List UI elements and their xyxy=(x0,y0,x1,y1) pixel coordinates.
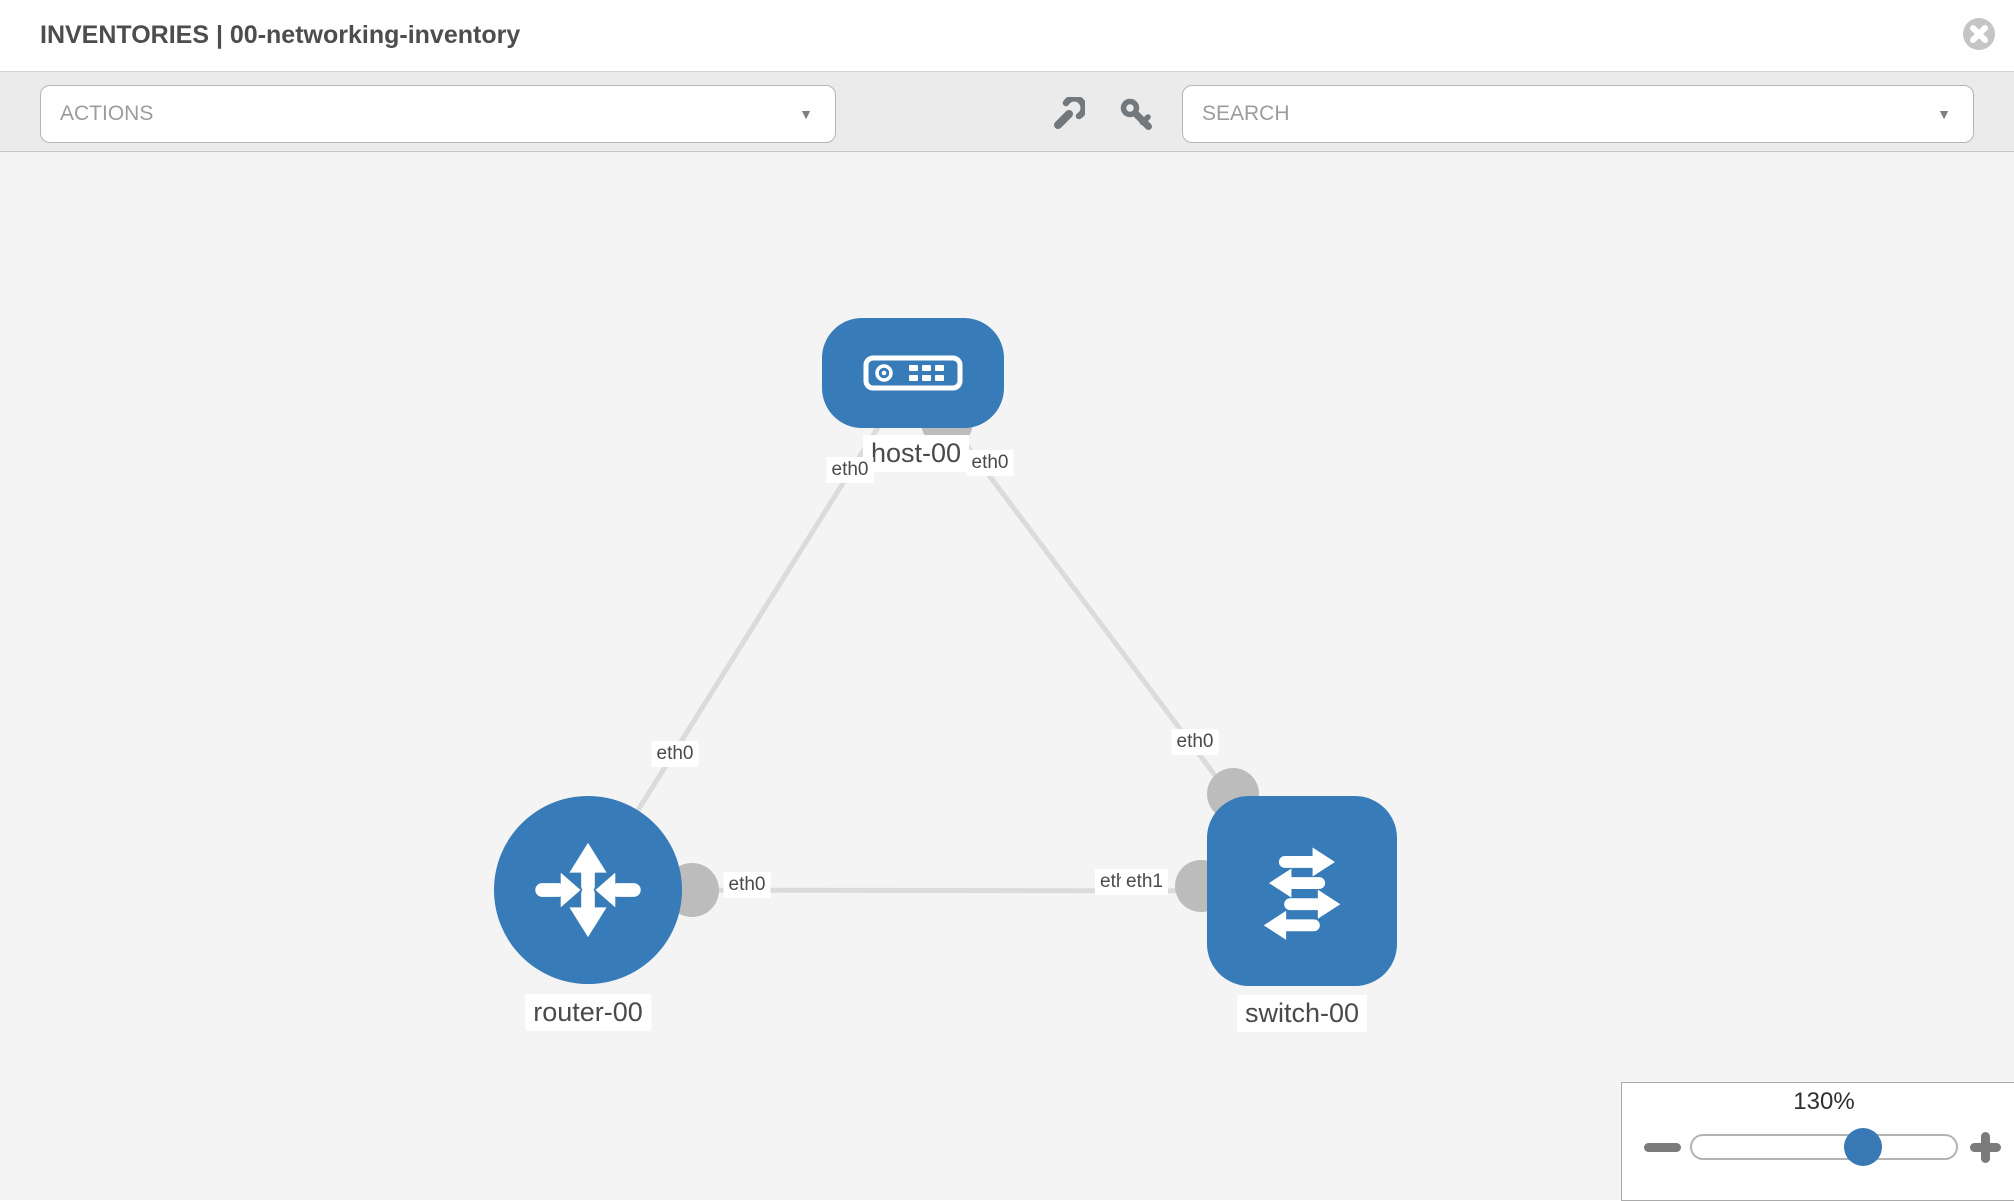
wrench-icon xyxy=(1054,95,1087,129)
chevron-down-icon: ▼ xyxy=(799,106,813,122)
node-label-router: router-00 xyxy=(525,994,651,1031)
topology-links-layer xyxy=(585,371,1304,917)
iface-label-host-eth0-left: eth0 xyxy=(826,457,874,483)
plus-icon xyxy=(1981,1132,1990,1163)
close-button[interactable] xyxy=(1962,17,1996,51)
zoom-out-button[interactable] xyxy=(1644,1143,1681,1152)
chevron-down-icon: ▼ xyxy=(1937,106,1951,122)
zoom-slider-track[interactable] xyxy=(1690,1134,1958,1160)
node-switch-00[interactable] xyxy=(1207,796,1397,986)
key-credentials-button[interactable] xyxy=(1119,97,1153,131)
topology-canvas[interactable]: host-00 router-00 switch-00 eth0 eth0 et… xyxy=(0,152,2014,1200)
iface-label-router-eth0: eth0 xyxy=(723,872,771,898)
search-dropdown-label: SEARCH xyxy=(1202,102,1290,125)
router-arrows-icon xyxy=(535,842,641,938)
node-label-switch: switch-00 xyxy=(1236,995,1368,1032)
switch-arrows-icon xyxy=(1263,847,1341,940)
server-icon xyxy=(863,355,963,391)
iface-label-switch-eth0: eth0 xyxy=(1171,729,1219,755)
iface-label-router-eth0-up: eth0 xyxy=(651,741,699,767)
zoom-slider-thumb[interactable] xyxy=(1844,1128,1882,1166)
configure-tools-button[interactable] xyxy=(1051,95,1087,131)
actions-dropdown[interactable]: ACTIONS ▼ xyxy=(40,85,836,143)
iface-label-host-eth0-right: eth0 xyxy=(966,450,1014,476)
header: INVENTORIES | 00-networking-inventory xyxy=(0,0,2014,71)
key-icon xyxy=(1120,98,1152,130)
search-dropdown[interactable]: SEARCH ▼ xyxy=(1182,85,1974,143)
node-host-00[interactable] xyxy=(822,318,1004,428)
close-icon xyxy=(1963,18,1995,50)
node-router-00[interactable] xyxy=(494,796,682,984)
page-title: INVENTORIES | 00-networking-inventory xyxy=(40,21,521,49)
node-label-host: host-00 xyxy=(862,435,970,472)
actions-dropdown-label: ACTIONS xyxy=(60,102,154,125)
zoom-in-button[interactable] xyxy=(1970,1132,2001,1163)
iface-label-switch-eth1: eth1 xyxy=(1121,869,1168,895)
toolbar: ACTIONS ▼ SEARCH ▼ xyxy=(0,71,2014,152)
zoom-level-value: 130% xyxy=(1793,1088,1855,1115)
